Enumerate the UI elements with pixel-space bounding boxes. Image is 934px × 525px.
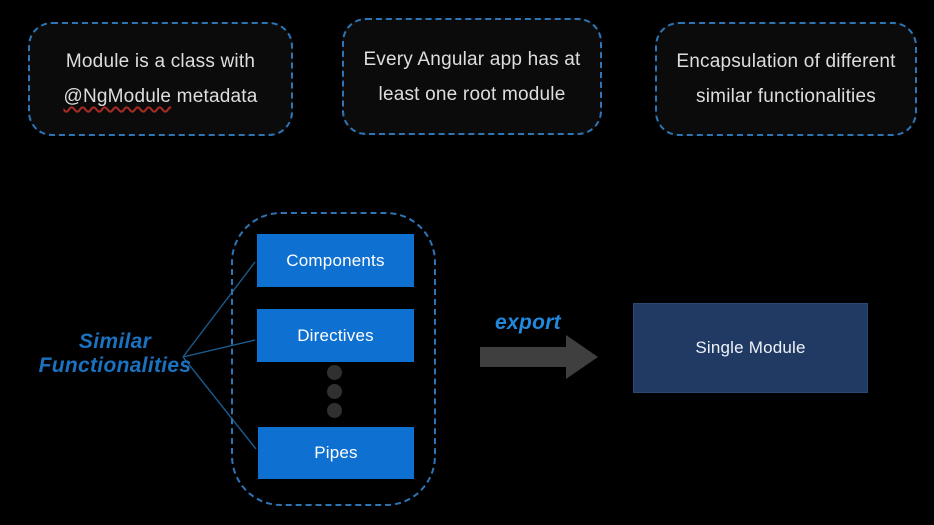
module-item-directives: Directives (257, 309, 414, 362)
ellipsis-dot (327, 403, 342, 418)
similar-functionalities-group: Components Directives Pipes (231, 212, 436, 506)
concept-box-root-module: Every Angular app has at least one root … (342, 18, 602, 135)
concept-box-ngmodule: Module is a class with @NgModule metadat… (28, 22, 293, 136)
similar-functionalities-label-line1: Similar (78, 330, 152, 353)
single-module-box: Single Module (633, 303, 868, 393)
concept-box-line2: least one root module (378, 83, 566, 105)
export-label: export (495, 311, 561, 334)
ellipsis-dot (327, 384, 342, 399)
ngmodule-decorator-text: @NgModule (63, 86, 172, 107)
concept-box-encapsulation: Encapsulation of different similar funct… (655, 22, 917, 136)
export-arrow-icon (480, 335, 598, 379)
module-item-components: Components (257, 234, 414, 287)
similar-functionalities-label: Similar Functionalities (20, 330, 210, 378)
similar-functionalities-label-line2: Functionalities (38, 354, 192, 377)
concept-box-line1: Every Angular app has at (363, 48, 581, 70)
concept-box-line1: Module is a class with (65, 51, 256, 72)
concept-box-line2: @NgModule metadata (30, 79, 291, 114)
concept-box-line2: similar functionalities (696, 86, 876, 107)
metadata-text: metadata (171, 86, 258, 107)
ellipsis-dot (327, 365, 342, 380)
concept-box-line1: Encapsulation of different (676, 51, 896, 72)
module-item-pipes: Pipes (258, 427, 414, 479)
